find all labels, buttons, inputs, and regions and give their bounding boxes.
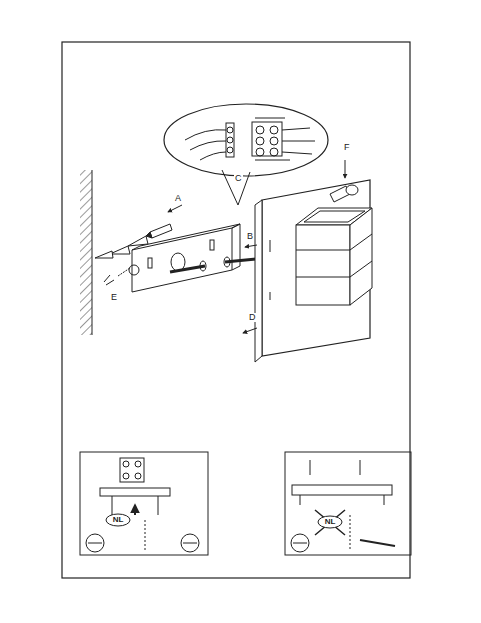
part-letter: B <box>246 232 254 241</box>
part-letter: A <box>174 194 182 203</box>
nl-mark: NL <box>113 516 124 524</box>
part-letter: C <box>234 174 243 183</box>
part-letter: D <box>248 313 257 322</box>
nl-mark: NL <box>325 518 336 526</box>
part-letter: E <box>110 293 118 302</box>
part-letter: F <box>343 143 351 152</box>
